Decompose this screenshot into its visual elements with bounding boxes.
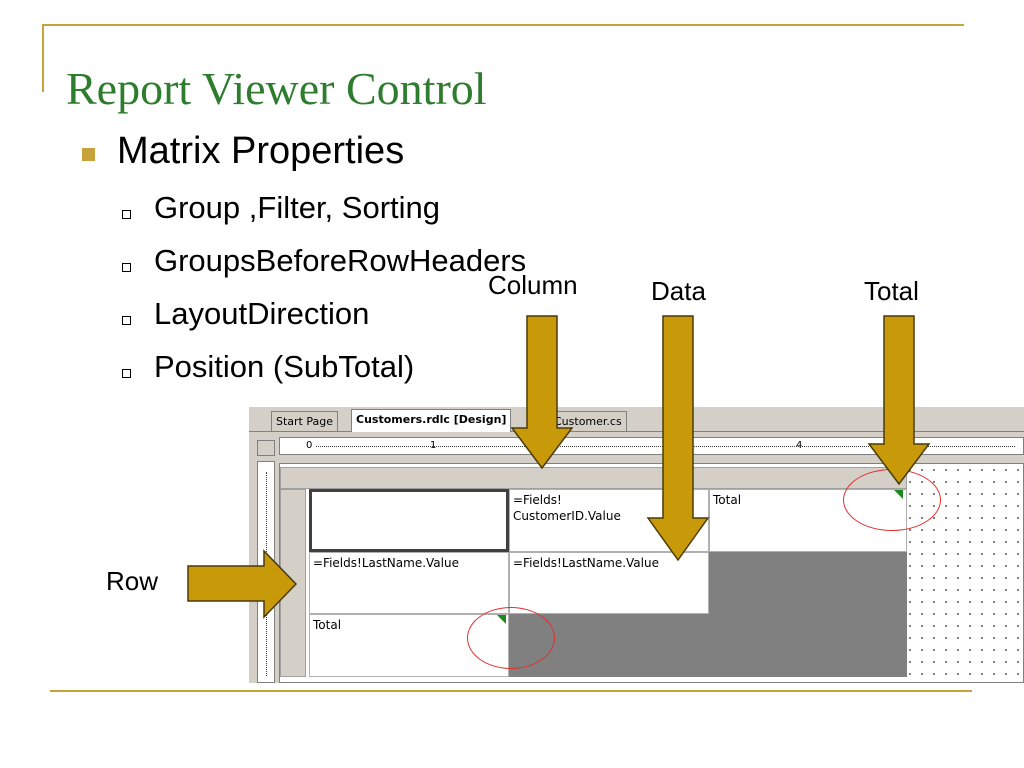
matrix-column-handle[interactable] [280,467,907,489]
ruler-corner [257,440,275,456]
hollow-square-bullet-icon [122,263,131,272]
column-group-cell[interactable]: =Fields! CustomerID.Value [509,489,709,552]
callout-column-label: Column [488,270,578,300]
highlight-circle [467,607,555,669]
slide-frame-left [42,24,44,92]
hollow-square-bullet-icon [122,316,131,325]
vertical-ruler [257,461,275,683]
ruler-label: 1 [430,440,437,451]
matrix-row-handle[interactable] [280,489,306,677]
hollow-square-bullet-icon [122,369,131,378]
document-tab-bar: Start Page Customers.rdlc [Design] Custo… [249,407,1024,432]
ruler-label: 4 [796,440,803,451]
callout-total-label: Total [864,276,919,306]
row-group-cell[interactable]: =Fields!LastName.Value [309,552,509,614]
ruler-label: 0 [306,440,313,451]
report-designer-screenshot: Start Page Customers.rdlc [Design] Custo… [249,407,1024,683]
highlight-circle [843,469,941,531]
vruler-ticks [266,472,267,676]
tab-customers-rdlc-design[interactable]: Customers.rdlc [Design] [351,409,512,432]
hollow-square-bullet-icon [122,210,131,219]
sub-bullet-1: Group ,Filter, Sorting [154,190,441,225]
callout-row-label: Row [106,566,159,596]
horizontal-ruler: 0 1 4 [279,437,1024,455]
data-cell[interactable]: =Fields!LastName.Value [509,552,709,614]
subtotal-gray-area [709,552,907,677]
sub-bullet-2: GroupsBeforeRowHeaders [154,243,527,278]
tab-customer-cs[interactable]: Customer.cs [549,411,627,431]
matrix-corner-cell[interactable] [309,489,509,552]
slide-frame-top [44,24,964,26]
ruler-ticks [316,446,1015,447]
tab-start-page[interactable]: Start Page [271,411,338,431]
matrix-report-item[interactable]: =Fields! CustomerID.Value Total =Fields!… [280,467,907,677]
slide-title: Report Viewer Control [66,63,487,114]
callout-data-label: Data [651,276,706,306]
sub-bullet-3: LayoutDirection [154,296,370,331]
bullet-matrix-properties: Matrix Properties [117,130,405,172]
sub-bullet-4: Position (SubTotal) [154,349,415,384]
square-bullet-icon [82,148,95,161]
slide-frame-bottom [50,690,972,692]
